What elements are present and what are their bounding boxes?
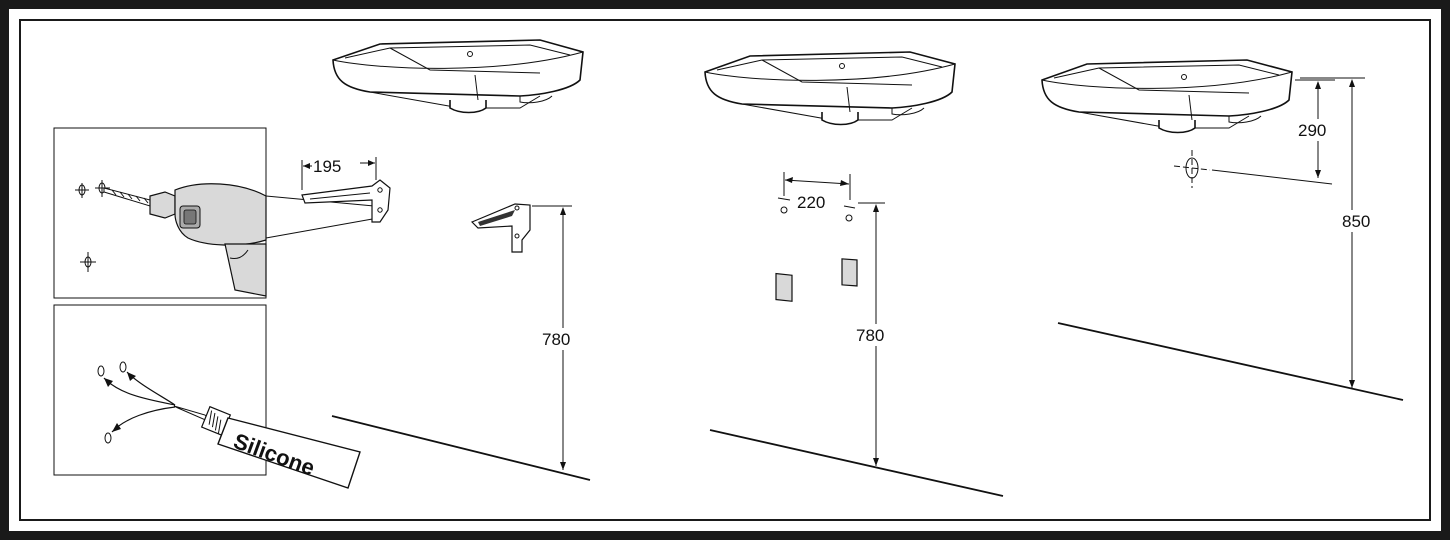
dimension-label-850: 850: [1342, 212, 1370, 231]
drill-inset-panel: [53, 127, 267, 299]
drill-hole-mark: [75, 183, 89, 198]
bracket-callout: [265, 179, 391, 239]
silicone-tube-icon: Silicone: [173, 405, 361, 489]
dimension-label-780-left: 780: [542, 330, 570, 349]
wall-hook-bracket: [841, 205, 858, 287]
washbasin-3: [1041, 59, 1293, 134]
wall-hook-bracket: [775, 197, 793, 302]
dimension-780-right: 780: [852, 202, 896, 466]
dimension-850: 850: [1300, 77, 1384, 388]
dimension-290: 290: [1211, 79, 1340, 185]
wall-bracket: [470, 203, 531, 253]
drain-crosshair-icon: [1173, 150, 1211, 188]
hole-mark: [104, 432, 112, 444]
dimension-780-left: 780: [532, 205, 582, 470]
floor-line: [331, 415, 591, 481]
silicone-inset-panel: Silicone: [53, 304, 361, 489]
dimension-label-220: 220: [797, 193, 825, 212]
hole-mark: [119, 361, 127, 373]
washbasin-2: [704, 51, 956, 126]
dimension-label-290: 290: [1298, 121, 1326, 140]
hole-mark: [97, 365, 105, 377]
floor-line: [709, 429, 1004, 497]
dimension-label-195: 195: [313, 157, 341, 176]
arrow-icon: [103, 371, 176, 433]
drill-bit: [103, 187, 151, 207]
dimension-220: 220: [783, 172, 851, 212]
dimension-label-780-right: 780: [856, 326, 884, 345]
dimension-195: 195: [301, 157, 377, 190]
floor-line: [1057, 322, 1404, 401]
drill-hole-mark: [80, 252, 96, 272]
drill-icon: [149, 183, 267, 297]
washbasin-1: [332, 39, 584, 114]
